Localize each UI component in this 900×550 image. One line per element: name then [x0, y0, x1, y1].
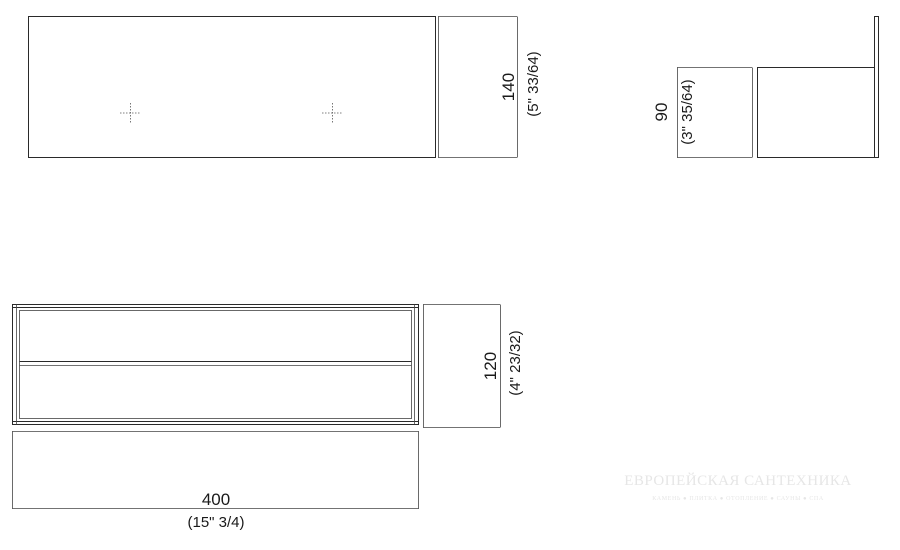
top-view-dimension-lines: [438, 16, 518, 158]
side-view-dimension-value: 90: [652, 103, 671, 122]
front-view-inner-frame: [19, 310, 412, 419]
side-view-back-panel: [874, 16, 879, 158]
front-view-width-dimension-lines: [12, 431, 419, 509]
top-view-outline: [28, 16, 436, 158]
mounting-hole-left-icon: [120, 103, 141, 124]
front-view: 120 (4" 23/32) 400 (15" 3/4): [12, 304, 524, 531]
front-view-width-imperial: (15" 3/4): [187, 514, 244, 531]
side-view-dimension-imperial: (3" 35/64): [679, 79, 696, 144]
mounting-hole-right-icon: [322, 103, 343, 124]
watermark: ЕВРОПЕЙСКАЯ САНТЕХНИКА КАМЕНЬ ● ПЛИТКА ●…: [624, 472, 852, 502]
front-view-width-value: 400: [202, 490, 230, 509]
side-view: 90 (3" 35/64): [652, 16, 879, 158]
watermark-title: ЕВРОПЕЙСКАЯ САНТЕХНИКА: [624, 472, 852, 489]
front-view-height-dimension-lines: [423, 304, 501, 428]
top-view-dimension-value: 140: [499, 73, 518, 101]
front-view-middle-shelf: [19, 361, 412, 366]
front-view-outer-frame: [12, 304, 419, 425]
side-view-shelf: [757, 67, 875, 158]
front-view-height-value: 120: [481, 352, 500, 380]
top-view: 140 (5" 33/64): [28, 16, 542, 158]
top-view-dimension-imperial: (5" 33/64): [525, 51, 542, 116]
watermark-subtitle: КАМЕНЬ ● ПЛИТКА ● ОТОПЛЕНИЕ ● САУНЫ ● СП…: [652, 496, 824, 502]
front-view-height-imperial: (4" 23/32): [507, 330, 524, 395]
side-view-dimension-lines: [677, 67, 753, 158]
